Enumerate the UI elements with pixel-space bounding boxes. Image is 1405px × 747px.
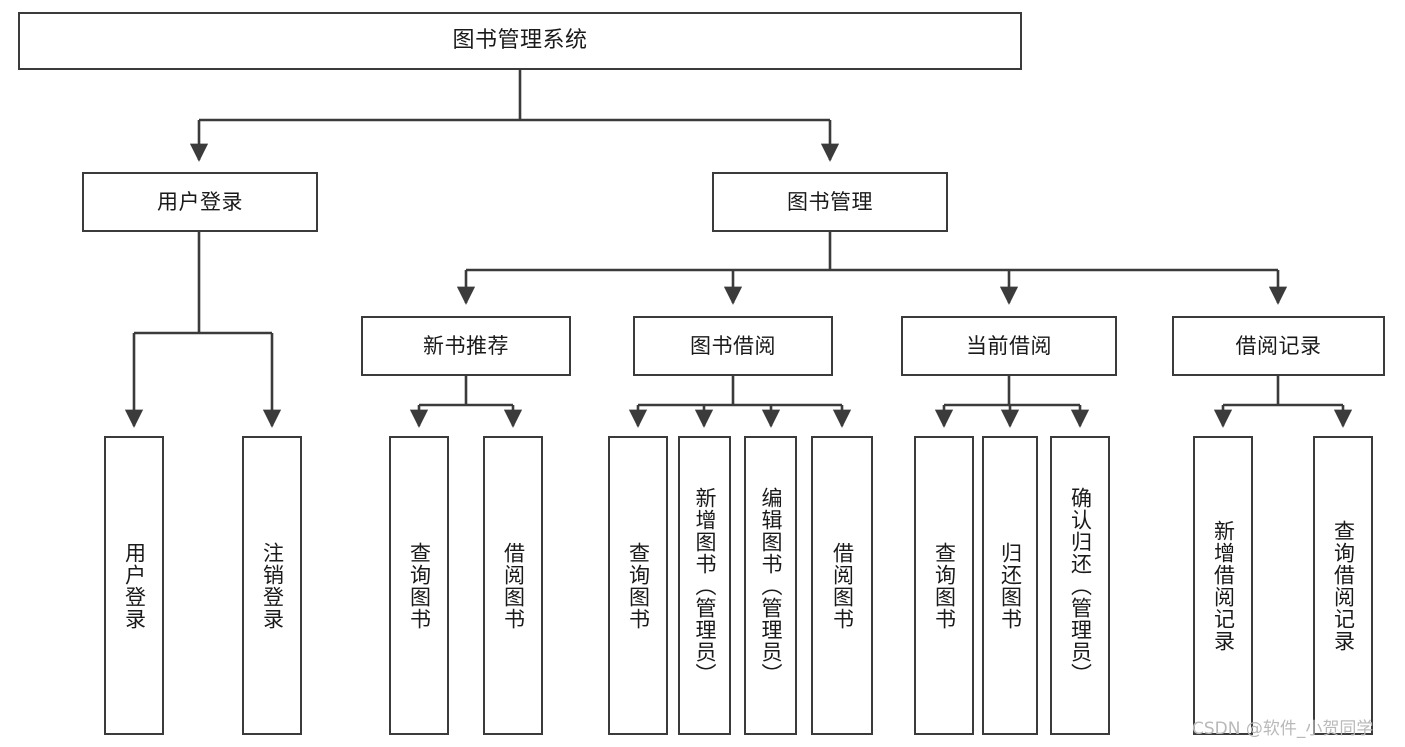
leaf-edit-book-admin[interactable]: 编辑图书（管理员） — [744, 436, 797, 735]
leaf-add-borrow-record[interactable]: 新增借阅记录 — [1193, 436, 1253, 735]
node-label: 用户登录 — [122, 541, 147, 630]
leaf-query-borrow-record[interactable]: 查询借阅记录 — [1313, 436, 1373, 735]
leaf-add-book-admin[interactable]: 新增图书（管理员） — [678, 436, 731, 735]
node-label: 图书借阅 — [690, 333, 776, 358]
leaf-query-book-borrow[interactable]: 查询图书 — [608, 436, 668, 735]
leaf-borrow-book-recommend[interactable]: 借阅图书 — [483, 436, 543, 735]
node-label: 图书管理 — [787, 189, 873, 214]
leaf-query-book-recommend[interactable]: 查询图书 — [389, 436, 449, 735]
node-label: 编辑图书（管理员） — [758, 486, 783, 685]
node-label: 用户登录 — [157, 189, 243, 214]
leaf-logout-login[interactable]: 注销登录 — [242, 436, 302, 735]
leaf-return-book[interactable]: 归还图书 — [982, 436, 1038, 735]
leaf-borrow-book-borrow[interactable]: 借阅图书 — [811, 436, 873, 735]
node-label: 注销登录 — [260, 541, 285, 630]
node-label: 借阅图书 — [501, 541, 526, 630]
leaf-confirm-return-admin[interactable]: 确认归还（管理员） — [1050, 436, 1110, 735]
node-new-book-recommend[interactable]: 新书推荐 — [361, 316, 571, 376]
node-label: 确认归还（管理员） — [1068, 486, 1093, 685]
node-current-borrow[interactable]: 当前借阅 — [901, 316, 1117, 376]
csdn-watermark: CSDN @软件_小贺同学 — [1192, 719, 1374, 739]
node-label: 新增借阅记录 — [1211, 519, 1236, 652]
node-label: 归还图书 — [998, 541, 1023, 630]
node-label: 查询图书 — [626, 541, 651, 630]
node-book-management[interactable]: 图书管理 — [712, 172, 948, 232]
node-root-book-management-system[interactable]: 图书管理系统 — [18, 12, 1022, 70]
node-label: 借阅图书 — [830, 541, 855, 630]
node-label: 查询图书 — [932, 541, 957, 630]
node-label: 新书推荐 — [423, 333, 509, 358]
leaf-query-book-current[interactable]: 查询图书 — [914, 436, 974, 735]
node-label: 图书管理系统 — [452, 28, 588, 54]
node-label: 查询借阅记录 — [1331, 519, 1356, 652]
leaf-user-login[interactable]: 用户登录 — [104, 436, 164, 735]
node-label: 新增图书（管理员） — [692, 486, 717, 685]
node-label: 查询图书 — [407, 541, 432, 630]
node-user-login[interactable]: 用户登录 — [82, 172, 318, 232]
node-borrow-record[interactable]: 借阅记录 — [1172, 316, 1385, 376]
node-label: 当前借阅 — [966, 333, 1052, 358]
node-book-borrow[interactable]: 图书借阅 — [633, 316, 833, 376]
node-label: 借阅记录 — [1235, 333, 1322, 358]
